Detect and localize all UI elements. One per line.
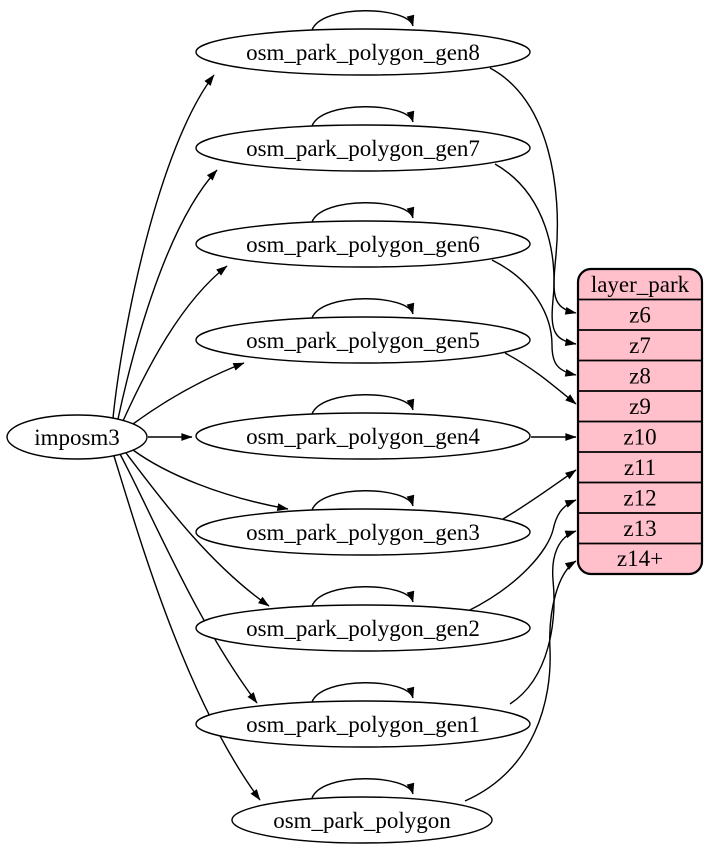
edge-gen8-z6 xyxy=(489,67,577,315)
self-loop-gen4 xyxy=(311,394,415,415)
edges-source-to-tables xyxy=(112,74,289,801)
node-layer-park: layer_park z6 z7 z8 z9 z10 z11 z12 z13 z… xyxy=(576,267,704,576)
gen1-label: osm_park_polygon_gen1 xyxy=(246,712,480,737)
layer-row-z11: z11 xyxy=(624,455,656,480)
edge-imposm3-polygon xyxy=(113,455,261,801)
edge-gen2-z12 xyxy=(467,499,577,612)
self-loop-gen7 xyxy=(311,106,415,127)
layer-row-z7: z7 xyxy=(629,333,651,358)
edge-imposm3-gen3 xyxy=(132,449,289,511)
self-loop-gen5 xyxy=(311,298,415,319)
self-loop-polygon xyxy=(311,778,415,799)
gen7-ellipse xyxy=(195,124,531,172)
self-loops xyxy=(311,10,415,799)
gen5-ellipse xyxy=(195,316,531,364)
polygon-ellipse xyxy=(231,796,493,844)
gen3-label: osm_park_polygon_gen3 xyxy=(246,520,480,545)
self-loop-gen1 xyxy=(311,682,415,703)
gen1-ellipse xyxy=(195,700,531,748)
node-osm-park-polygon: osm_park_polygon xyxy=(231,796,493,844)
edge-imposm3-gen1 xyxy=(119,453,258,704)
edge-imposm3-gen8 xyxy=(112,74,215,419)
gen2-label: osm_park_polygon_gen2 xyxy=(246,616,480,641)
node-imposm3: imposm3 xyxy=(6,414,148,460)
gen3-ellipse xyxy=(195,508,531,556)
node-osm-park-polygon-gen4: osm_park_polygon_gen4 xyxy=(195,412,531,460)
polygon-label: osm_park_polygon xyxy=(273,808,451,833)
gen6-label: osm_park_polygon_gen6 xyxy=(246,232,480,257)
gen8-label: osm_park_polygon_gen8 xyxy=(246,40,480,65)
layer-row-z10: z10 xyxy=(623,425,656,450)
edge-gen5-z9 xyxy=(504,352,577,405)
node-osm-park-polygon-gen1: osm_park_polygon_gen1 xyxy=(195,700,531,748)
edge-polygon-z14plus xyxy=(464,560,577,802)
self-loop-gen2 xyxy=(311,586,415,607)
gen7-label: osm_park_polygon_gen7 xyxy=(246,136,480,161)
node-osm-park-polygon-gen8: osm_park_polygon_gen8 xyxy=(195,28,531,76)
gen6-ellipse xyxy=(195,220,531,268)
edge-gen3-z11 xyxy=(502,469,577,520)
layer-row-z9: z9 xyxy=(629,394,651,419)
edge-imposm3-gen6 xyxy=(122,265,228,422)
layer-row-z8: z8 xyxy=(629,364,651,389)
node-osm-park-polygon-gen3: osm_park_polygon_gen3 xyxy=(195,508,531,556)
edges-tables-to-layer xyxy=(464,67,577,802)
edge-gen1-z13 xyxy=(509,530,577,705)
gen8-ellipse xyxy=(195,28,531,76)
layer-park-title: layer_park xyxy=(591,272,690,297)
layer-row-z6: z6 xyxy=(629,303,651,328)
self-loop-gen3 xyxy=(311,490,415,511)
layer-row-z12: z12 xyxy=(623,486,656,511)
edge-gen7-z7 xyxy=(494,163,577,346)
imposm3-ellipse xyxy=(6,414,148,460)
self-loop-gen8 xyxy=(311,10,415,31)
node-osm-park-polygon-gen7: osm_park_polygon_gen7 xyxy=(195,124,531,172)
node-osm-park-polygon-gen6: osm_park_polygon_gen6 xyxy=(195,220,531,268)
layer-row-z13: z13 xyxy=(623,516,656,541)
layer-row-z14plus: z14+ xyxy=(617,546,663,571)
edge-imposm3-gen5 xyxy=(132,362,245,425)
imposm3-label: imposm3 xyxy=(34,425,120,450)
gen5-label: osm_park_polygon_gen5 xyxy=(246,328,480,353)
gen4-ellipse xyxy=(195,412,531,460)
self-loop-gen6 xyxy=(311,202,415,223)
edge-imposm3-gen7 xyxy=(117,169,218,420)
gen4-label: osm_park_polygon_gen4 xyxy=(246,424,480,449)
node-osm-park-polygon-gen2: osm_park_polygon_gen2 xyxy=(195,604,531,652)
edge-gen6-z8 xyxy=(491,259,577,377)
node-osm-park-polygon-gen5: osm_park_polygon_gen5 xyxy=(195,316,531,364)
edge-imposm3-gen2 xyxy=(125,452,270,607)
gen2-ellipse xyxy=(195,604,531,652)
